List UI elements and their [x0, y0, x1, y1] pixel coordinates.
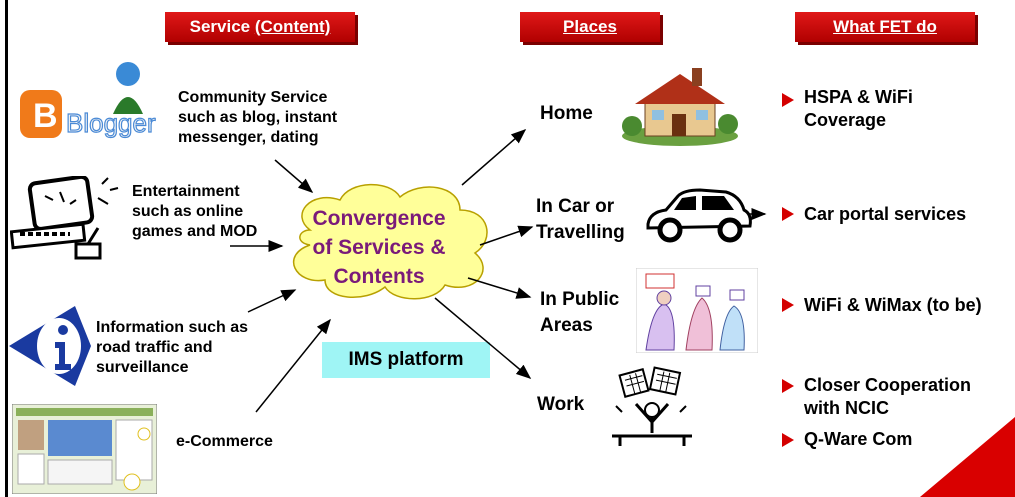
svg-text:B: B: [33, 97, 58, 135]
place-work: Work: [537, 394, 585, 415]
left-border: [5, 0, 8, 497]
fet-public: WiFi & WiMax (to be): [804, 295, 982, 315]
fet-work1-line1: Closer Cooperation: [804, 375, 972, 395]
arrow-car: [479, 225, 534, 246]
car-icon: [646, 188, 752, 243]
header-fet: What FET do: [795, 12, 975, 42]
bullet-work2: [782, 433, 794, 447]
work-juggler-icon: [612, 366, 692, 446]
ims-platform-box: IMS platform: [322, 342, 490, 378]
header-service-prefix: Service: [189, 17, 255, 36]
bullet-work1: [782, 379, 794, 393]
convergence-cloud: [292, 183, 488, 300]
service-information: Information such as road traffic and sur…: [96, 319, 249, 376]
info-icon: [9, 306, 91, 386]
fet-home: HSPA & WiFi Coverage: [804, 86, 913, 132]
convergence-line1: Convergence: [312, 207, 446, 230]
place-car-line2: Travelling: [536, 222, 625, 243]
service-ecommerce: e-Commerce: [176, 433, 273, 450]
fet-work1-line2: with NCIC: [804, 398, 889, 418]
bullet-car: [782, 207, 794, 221]
arrow-work: [434, 297, 532, 379]
shopping-icon: [636, 268, 758, 353]
place-public: In Public Areas: [540, 287, 619, 339]
header-places-label: Places: [563, 17, 617, 36]
arrow-ecommerce: [255, 318, 331, 413]
place-car-line1: In Car or: [536, 196, 615, 217]
place-car: In Car or Travelling: [536, 194, 625, 246]
arrow-home: [461, 129, 527, 186]
convergence-line3: Contents: [333, 265, 425, 288]
arrow-information: [247, 289, 297, 313]
header-service: Service (Content): [165, 12, 355, 42]
ecommerce-screenshot-icon: [12, 404, 157, 494]
header-fet-label: What FET do: [833, 17, 937, 36]
blogger-wordmark: Blogger: [66, 108, 156, 138]
fet-work1: Closer Cooperation with NCIC: [804, 374, 971, 420]
blogger-messenger-icon: B Blogger: [20, 62, 157, 139]
convergence-title: Convergence of Services & Contents: [284, 204, 474, 291]
fet-home-line1: HSPA & WiFi: [804, 87, 913, 107]
fet-home-line2: Coverage: [804, 110, 887, 130]
bullet-home: [782, 93, 794, 107]
arrow-public: [467, 277, 532, 299]
place-home: Home: [540, 103, 593, 124]
fet-work2: Q-Ware Com: [804, 429, 913, 449]
corner-triangle: [920, 417, 1015, 497]
place-public-line2: Areas: [540, 315, 593, 336]
header-service-underlined: (Content): [254, 17, 331, 36]
bullet-public: [782, 298, 794, 312]
service-community: Community Service such as blog, instant …: [178, 89, 338, 146]
convergence-line2: of Services &: [312, 236, 446, 259]
header-places: Places: [520, 12, 660, 42]
service-entertainment: Entertainment such as online games and M…: [132, 183, 258, 240]
arrow-community: [274, 159, 314, 193]
place-public-line1: In Public: [540, 289, 620, 310]
house-icon: [622, 68, 738, 146]
game-computer-icon: [10, 176, 119, 260]
fet-car: Car portal services: [804, 204, 967, 224]
